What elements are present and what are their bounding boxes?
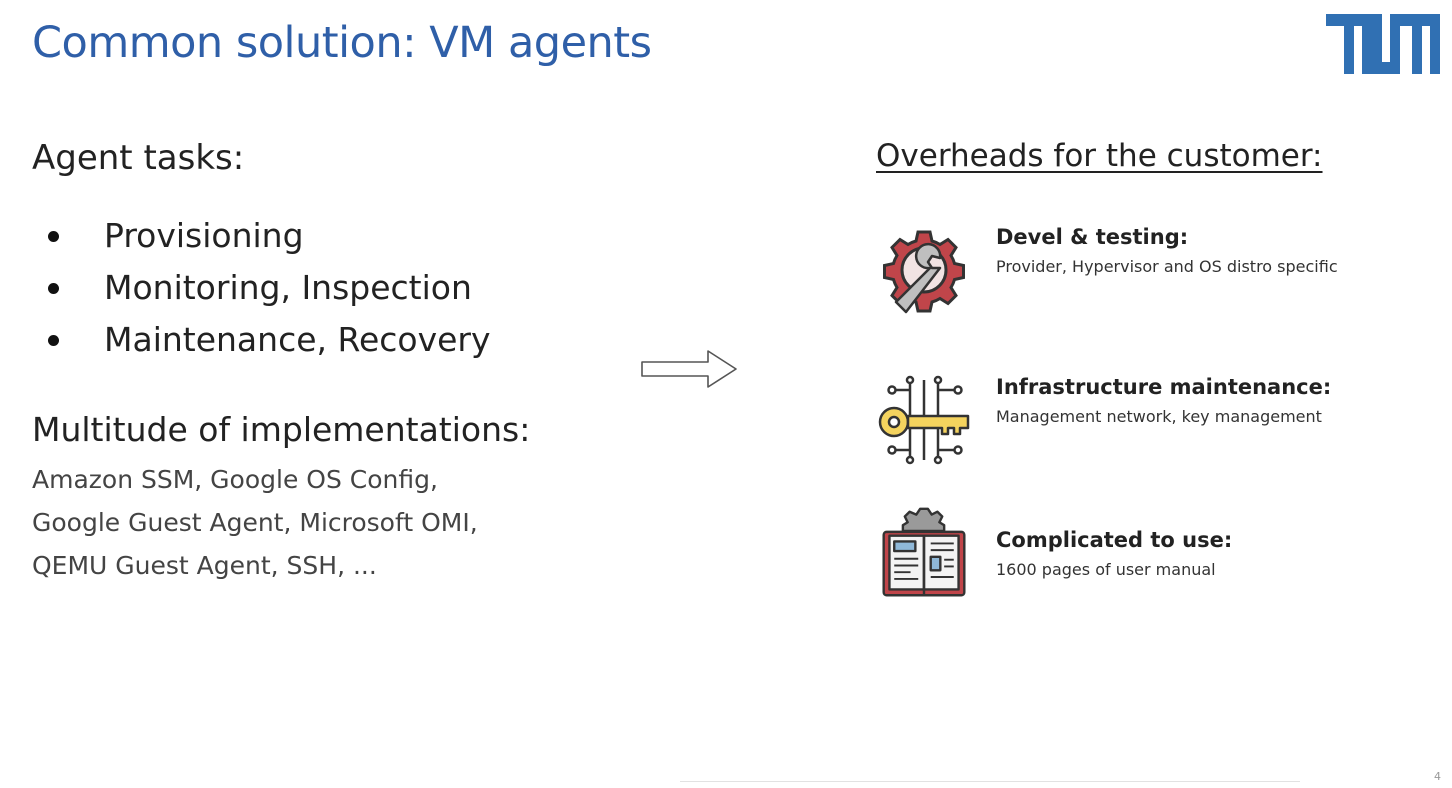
implementations-line: Amazon SSM, Google OS Config, (32, 465, 438, 494)
bullet-icon (48, 335, 59, 346)
overhead-item-text: Devel & testing: Provider, Hypervisor an… (996, 222, 1396, 281)
overhead-item-infrastructure: Infrastructure maintenance: Management n… (876, 372, 1396, 472)
right-arrow-outline-icon (641, 350, 737, 388)
bullet-text: Maintenance, Recovery (104, 320, 491, 359)
slide-title: Common solution: VM agents (32, 18, 652, 68)
tum-logo (1326, 14, 1440, 74)
footer-divider (680, 781, 1300, 782)
overhead-item-description: Provider, Hypervisor and OS distro speci… (996, 257, 1338, 276)
overhead-item-complicated: Complicated to use: 1600 pages of user m… (876, 505, 1396, 615)
implementations-line: QEMU Guest Agent, SSH, ... (32, 551, 377, 580)
list-item: Monitoring, Inspection (42, 262, 491, 314)
manual-book-icon (882, 507, 966, 597)
overhead-item-title: Infrastructure maintenance: (996, 375, 1332, 399)
list-item: Provisioning (42, 210, 491, 262)
agent-tasks-list: Provisioning Monitoring, Inspection Main… (42, 210, 491, 366)
agent-tasks-heading: Agent tasks: (32, 138, 245, 178)
key-circuit-icon (878, 375, 970, 465)
implementations-list: Amazon SSM, Google OS Config, Google Gue… (32, 458, 478, 587)
bullet-icon (48, 283, 59, 294)
implementations-heading: Multitude of implementations: (32, 410, 531, 449)
overheads-heading: Overheads for the customer: (876, 138, 1323, 174)
list-item: Maintenance, Recovery (42, 314, 491, 366)
implementations-line: Google Guest Agent, Microsoft OMI, (32, 508, 478, 537)
bullet-icon (48, 231, 59, 242)
overhead-item-text: Complicated to use: 1600 pages of user m… (996, 505, 1396, 584)
bullet-text: Provisioning (104, 216, 304, 255)
overhead-item-title: Devel & testing: (996, 225, 1189, 249)
overhead-item-description: Management network, key management (996, 407, 1322, 426)
overhead-item-title: Complicated to use: (996, 528, 1233, 552)
overhead-item-description: 1600 pages of user manual (996, 560, 1216, 579)
page-number: 4 (1434, 770, 1441, 783)
gear-wrench-icon (883, 230, 965, 314)
overhead-item-text: Infrastructure maintenance: Management n… (996, 372, 1396, 431)
overhead-item-devel: Devel & testing: Provider, Hypervisor an… (876, 222, 1396, 322)
bullet-text: Monitoring, Inspection (104, 268, 472, 307)
